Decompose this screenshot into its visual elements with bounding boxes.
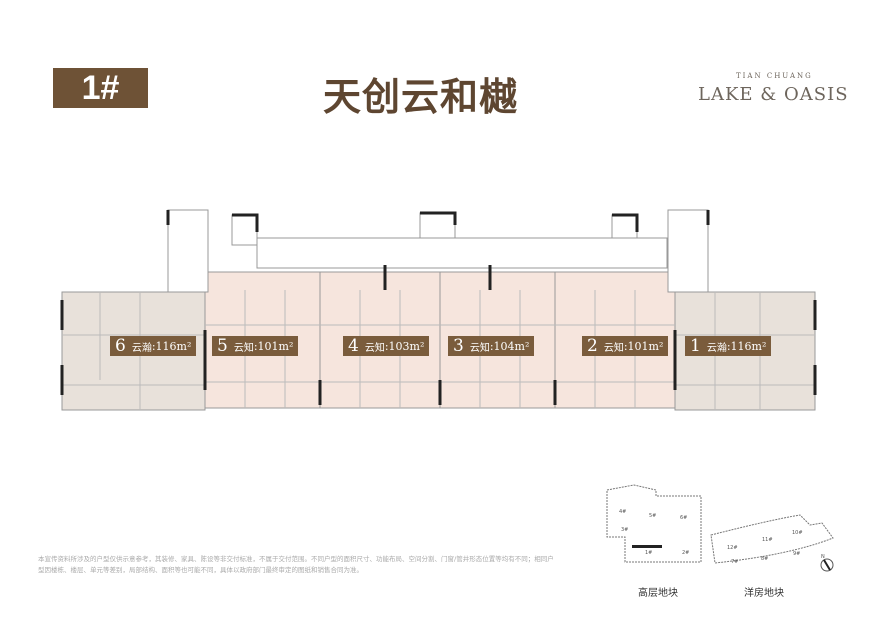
unit-name: 云瀚 [131,342,152,354]
building-label: 1# [645,550,653,556]
villa-plot-outline [710,514,834,564]
building-label: 2# [682,550,690,556]
unit-area: 104m² [493,339,530,353]
unit-name: 云知 [364,342,385,354]
right-stair-core [667,209,709,293]
compass-icon [820,558,834,572]
unit-number: 5 [217,336,228,356]
unit-number: 1 [690,336,701,356]
unit-number: 4 [348,336,359,356]
left-stair-core [167,209,209,293]
building-label: 9# [793,551,801,557]
unit-name: 云瀚 [706,342,727,354]
unit-number: 6 [115,336,126,356]
corridor [256,237,668,269]
unit-name: 云知 [233,342,254,354]
unit-area: 116m² [730,339,767,353]
building-label: 12# [727,545,738,551]
unit-area: 116m² [155,339,192,353]
unit-area: 101m² [257,339,294,353]
unit-number: 3 [453,336,464,356]
disclaimer-text: 本宣传资料所涉及的户型仅供示意参考，其装修、家具、陈设等非交付标准，不属于交付范… [38,555,554,574]
building-label: 11# [762,537,773,543]
unit-name: 云知 [603,342,624,354]
unit-name: 云知 [469,342,490,354]
brand-name: LAKE & OASIS [698,84,849,105]
unit-number: 2 [587,336,598,356]
highrise-plot-outline [606,484,702,563]
highrise-plot-label: 高层地块 [638,588,678,599]
building-label: 7# [731,559,739,565]
brand-subtitle: TIAN CHUANG [736,72,813,80]
villa-plot-label: 洋房地块 [744,588,784,599]
north-label: N [821,554,825,560]
building-label: 5# [649,513,657,519]
building-label: 6# [680,515,688,521]
building-label: 3# [621,527,629,533]
building-label: 10# [792,530,803,536]
building-label: 8# [761,556,769,562]
building-label: 4# [619,509,627,515]
unit-area: 101m² [627,339,664,353]
building-1-marker [632,545,662,548]
unit-area: 103m² [388,339,425,353]
page-title: 天创云和樾 [323,75,519,119]
building-number-badge: 1# [53,68,148,108]
